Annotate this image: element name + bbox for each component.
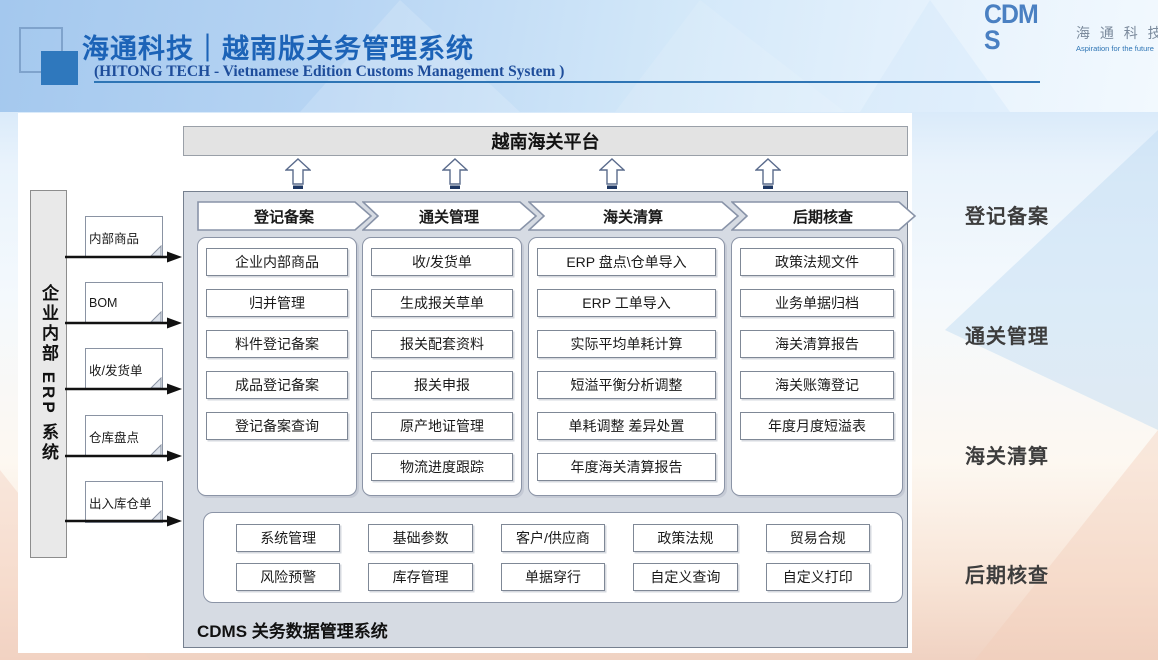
hitong-logo-name: 海 通 科 技 xyxy=(1076,25,1158,41)
erp-system-bar: 企业内部 ERP 系统 xyxy=(30,190,67,558)
module-box: 单耗调整 差异处置 xyxy=(537,412,716,440)
header-band xyxy=(0,0,1158,112)
phase-header-label: 通关管理 xyxy=(418,208,479,226)
erp-document: BOM xyxy=(85,282,163,324)
phase-header-clearance: 通关管理 xyxy=(362,201,538,231)
module-box: 客户/供应商 xyxy=(500,524,606,552)
page-subtitle: (HITONG TECH - Vietnamese Edition Custom… xyxy=(94,63,565,80)
upload-arrow-icon xyxy=(442,158,468,189)
deco-square-solid-icon xyxy=(41,51,78,85)
page-title: 海通科技｜越南版关务管理系统 xyxy=(82,34,474,64)
side-label-clearance: 通关管理 xyxy=(965,326,1049,348)
cdms-system-caption: CDMS 关务数据管理系统 xyxy=(197,622,388,641)
module-box: 原产地证管理 xyxy=(371,412,513,440)
module-box: 登记备案查询 xyxy=(206,412,348,440)
module-box: 生成报关草单 xyxy=(371,289,513,317)
column-post-audit: 政策法规文件 业务单据归档 海关清算报告 海关账簿登记 年度月度短溢表 xyxy=(731,237,903,496)
hitong-logo-tagline: Aspiration for the future xyxy=(1076,44,1154,53)
module-box: 海关清算报告 xyxy=(740,330,894,358)
module-box: 库存管理 xyxy=(368,563,473,591)
cdms-logo-line2: S xyxy=(984,24,1001,55)
module-box: 报关申报 xyxy=(371,371,513,399)
side-label-post-audit: 后期核查 xyxy=(965,565,1049,587)
flow-arrow-icon xyxy=(65,383,182,395)
module-box: ERP 工单导入 xyxy=(537,289,716,317)
phase-header-label: 海关清算 xyxy=(602,208,663,226)
phase-header-post-audit: 后期核查 xyxy=(731,201,917,231)
cdms-logo-line1: CDM xyxy=(984,0,1039,29)
module-box: 年度海关清算报告 xyxy=(537,453,716,481)
module-box: 自定义打印 xyxy=(765,563,870,591)
erp-system-label: 企业内部 ERP 系统 xyxy=(39,284,58,464)
module-box: 贸易合规 xyxy=(765,524,870,552)
module-box: ERP 盘点\仓单导入 xyxy=(537,248,716,276)
module-box: 政策法规 xyxy=(633,524,738,552)
module-box: 基础参数 xyxy=(368,524,473,552)
chevron-banner-icon xyxy=(528,201,740,231)
module-box: 归并管理 xyxy=(206,289,348,317)
column-liquidation: ERP 盘点\仓单导入 ERP 工单导入 实际平均单耗计算 短溢平衡分析调整 单… xyxy=(528,237,725,496)
erp-document: 收/发货单 xyxy=(85,348,163,390)
module-box: 业务单据归档 xyxy=(740,289,894,317)
erp-document-label: 内部商品 xyxy=(89,231,140,246)
module-box: 物流进度跟踪 xyxy=(371,453,513,481)
phase-header-label: 后期核查 xyxy=(792,208,853,226)
erp-document-label: 收/发货单 xyxy=(89,363,143,378)
upload-arrow-icon xyxy=(599,158,625,189)
module-box: 年度月度短溢表 xyxy=(740,412,894,440)
module-box: 企业内部商品 xyxy=(206,248,348,276)
module-box: 风险预警 xyxy=(236,563,341,591)
module-box: 料件登记备案 xyxy=(206,330,348,358)
flow-arrow-icon xyxy=(65,515,182,527)
module-box: 实际平均单耗计算 xyxy=(537,330,716,358)
module-box: 报关配套资料 xyxy=(371,330,513,358)
module-box: 收/发货单 xyxy=(371,248,513,276)
chevron-banner-icon xyxy=(197,201,373,231)
module-box: 系统管理 xyxy=(236,524,341,552)
phase-header-registration: 登记备案 xyxy=(197,201,373,231)
side-label-liquidation: 海关清算 xyxy=(965,446,1049,468)
shared-modules-panel: 系统管理 基础参数 客户/供应商 政策法规 贸易合规 风险预警 库存管理 单据穿… xyxy=(203,512,903,603)
column-registration: 企业内部商品 归并管理 料件登记备案 成品登记备案 登记备案查询 xyxy=(197,237,357,496)
module-box: 短溢平衡分析调整 xyxy=(537,371,716,399)
erp-document-label: 出入库仓单 xyxy=(89,496,152,511)
erp-document-label: BOM xyxy=(89,296,118,310)
platform-bar: 越南海关平台 xyxy=(183,126,908,156)
chevron-banner-icon xyxy=(362,201,538,231)
header-underline xyxy=(94,81,1040,83)
side-label-registration: 登记备案 xyxy=(965,206,1049,228)
erp-document: 出入库仓单 xyxy=(85,481,163,523)
phase-header-liquidation: 海关清算 xyxy=(528,201,740,231)
phase-header-label: 登记备案 xyxy=(253,208,314,226)
chevron-banner-icon xyxy=(731,201,917,231)
module-box: 政策法规文件 xyxy=(740,248,894,276)
erp-document-label: 仓库盘点 xyxy=(89,430,140,445)
module-box: 自定义查询 xyxy=(633,563,738,591)
flow-arrow-icon xyxy=(65,450,182,462)
cdms-logo: CDM S xyxy=(984,0,1039,55)
module-box: 单据穿行 xyxy=(500,563,606,591)
module-box: 成品登记备案 xyxy=(206,371,348,399)
flow-arrow-icon xyxy=(65,317,182,329)
module-box: 海关账簿登记 xyxy=(740,371,894,399)
hitong-logo: 海 通 科 技 Aspiration for the future xyxy=(1076,23,1158,53)
flow-arrow-icon xyxy=(65,251,182,263)
upload-arrow-icon xyxy=(285,158,311,189)
erp-document: 内部商品 xyxy=(85,216,163,258)
erp-document: 仓库盘点 xyxy=(85,415,163,457)
upload-arrow-icon xyxy=(755,158,781,189)
column-clearance: 收/发货单 生成报关草单 报关配套资料 报关申报 原产地证管理 物流进度跟踪 xyxy=(362,237,522,496)
